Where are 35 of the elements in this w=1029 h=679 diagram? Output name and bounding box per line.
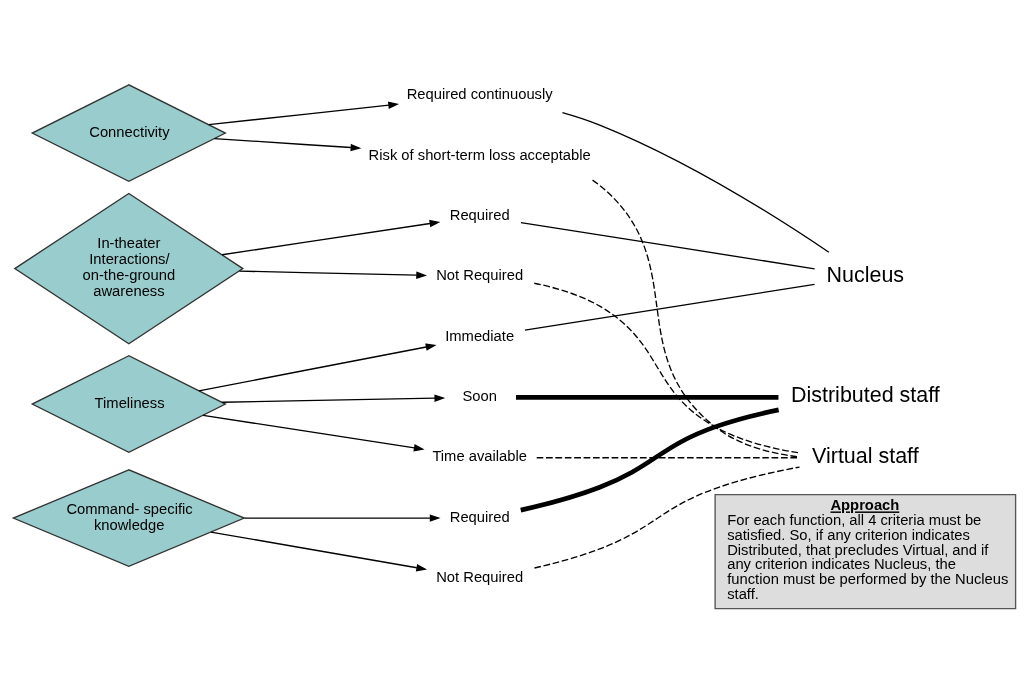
connector bbox=[520, 221, 816, 269]
arrow bbox=[244, 513, 441, 522]
connector bbox=[524, 283, 816, 331]
node-diamond: Connectivity bbox=[30, 83, 227, 182]
connector bbox=[516, 394, 779, 400]
node-text: Required continuously bbox=[406, 85, 553, 102]
node-text: Distributed staff bbox=[791, 382, 940, 407]
connector bbox=[533, 465, 801, 569]
node-text: Immediate bbox=[445, 327, 515, 344]
node-text: Not Required bbox=[436, 568, 524, 585]
connector bbox=[533, 282, 801, 454]
node-diamond: In-theater Interactions/ on-the-ground awareness bbox=[13, 192, 245, 344]
connector bbox=[591, 178, 800, 458]
node-diamond: Command- specific knowledge bbox=[11, 468, 247, 567]
connector bbox=[536, 456, 800, 458]
node-text: Not Required bbox=[436, 266, 524, 283]
arrow bbox=[210, 530, 428, 571]
arrow bbox=[213, 137, 362, 151]
arrow bbox=[238, 269, 427, 279]
arrow bbox=[208, 100, 400, 125]
node-text: Soon bbox=[462, 387, 497, 404]
arrow bbox=[202, 414, 425, 452]
node-text: Time available bbox=[432, 447, 527, 464]
arrow bbox=[221, 219, 441, 255]
node-text: Required bbox=[449, 508, 510, 525]
connector bbox=[561, 111, 830, 253]
node-box: Approach For each function, all 4 criteria must be satisfied. So, if any criterion indicates Distributed, that precludes Virtual, and if any criterion indicates Nucleus, the function must be performed by the Nucleus staff. bbox=[714, 493, 1017, 609]
node-text: Virtual staff bbox=[812, 443, 919, 468]
arrow bbox=[221, 393, 446, 403]
connector bbox=[520, 407, 780, 512]
node-text: Risk of short-term loss acceptable bbox=[368, 146, 591, 163]
node-diamond: Timeliness bbox=[30, 354, 227, 453]
node-text: Nucleus bbox=[826, 262, 905, 287]
node-text: Required bbox=[449, 206, 510, 223]
arrow bbox=[198, 342, 437, 391]
